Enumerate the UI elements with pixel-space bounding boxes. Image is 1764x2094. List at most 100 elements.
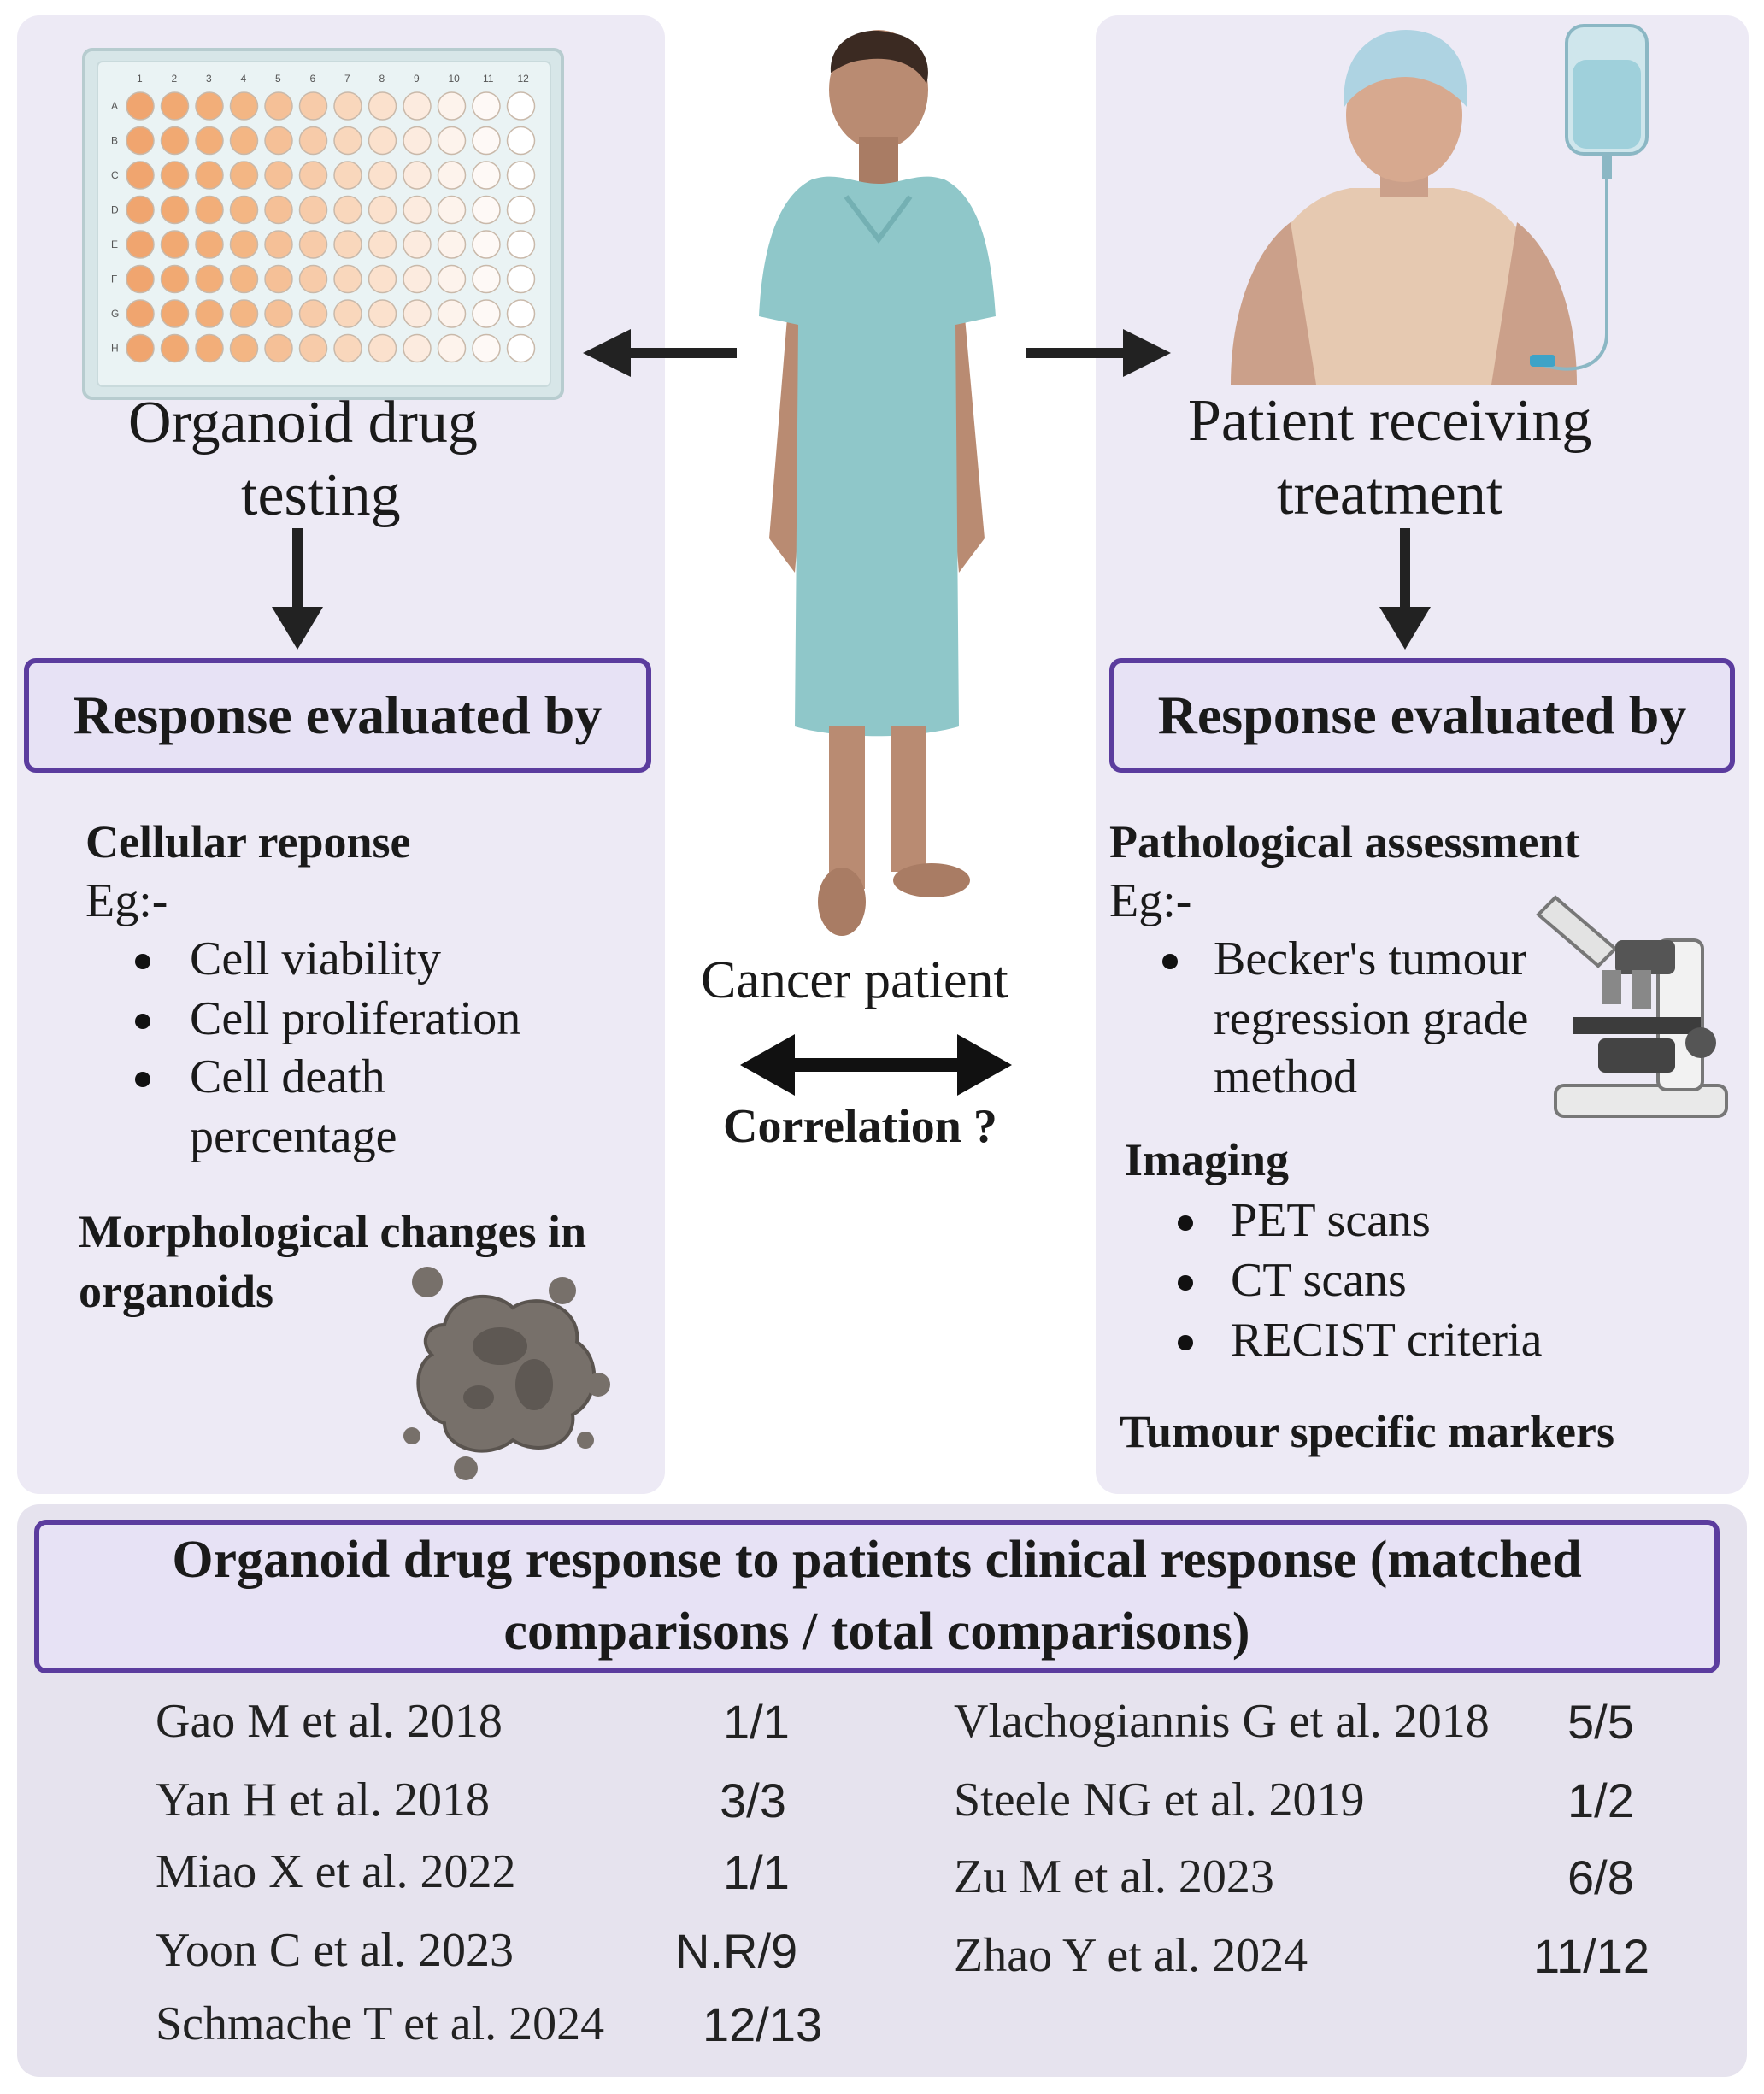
bottom-title-box: Organoid drug response to patients clini…: [34, 1520, 1720, 1673]
ref-gao: Gao M et al. 2018: [156, 1695, 503, 1748]
plate-well: [437, 91, 467, 121]
arrow-down-left: [272, 528, 323, 650]
plate-col-label: 10: [449, 73, 461, 85]
plate-well: [437, 161, 467, 190]
ref-steele: Steele NG et al. 2019: [954, 1773, 1365, 1826]
plate-well: [437, 264, 467, 294]
plate-well: [264, 230, 293, 259]
plate-well: [264, 91, 293, 121]
plate-well: [229, 230, 259, 259]
plate-well: [195, 195, 224, 225]
plate-well: [403, 161, 432, 190]
bullet-cell-death-cont: percentage: [190, 1110, 397, 1163]
plate-well: [368, 126, 397, 156]
plate-well: [195, 91, 224, 121]
becker-line3: method: [1214, 1050, 1357, 1103]
left-response-box: Response evaluated by: [24, 658, 651, 773]
plate-well: [298, 126, 328, 156]
plate-well: [264, 195, 293, 225]
bullet-cell-viability: Cell viability: [190, 932, 441, 985]
cellular-heading: Cellular reponse: [85, 816, 411, 868]
plate-well: [506, 264, 536, 294]
plate-well: [160, 126, 190, 156]
plate-row-label: H: [111, 343, 119, 355]
plate-well: [126, 195, 155, 225]
val-yoon: N.R/9: [675, 1924, 798, 1978]
plate-well: [126, 91, 155, 121]
val-vlachogiannis: 5/5: [1567, 1695, 1634, 1749]
plate-well: [298, 195, 328, 225]
ref-yan: Yan H et al. 2018: [156, 1773, 490, 1826]
plate-well: [264, 161, 293, 190]
bullet-dot: [1162, 954, 1178, 969]
plate-well: [472, 195, 501, 225]
plate-well: [403, 333, 432, 363]
bullet-dot: [135, 1014, 150, 1029]
plate-col-label: 6: [310, 73, 316, 85]
ref-vlachogiannis: Vlachogiannis G et al. 2018: [954, 1695, 1490, 1748]
morph-heading-line2: organoids: [79, 1266, 274, 1317]
pathological-heading: Pathological assessment: [1109, 816, 1580, 868]
plate-well: [333, 264, 362, 294]
plate-well: [472, 299, 501, 328]
plate-well: [229, 91, 259, 121]
plate-well: [403, 299, 432, 328]
plate-well: [298, 333, 328, 363]
plate-well: [264, 126, 293, 156]
bullet-dot: [135, 954, 150, 969]
val-schmache: 12/13: [703, 1997, 823, 2051]
plate-col-label: 11: [483, 73, 494, 85]
plate-well: [437, 230, 467, 259]
plate-col-label: 12: [518, 73, 530, 85]
arrow-left: [583, 329, 737, 377]
plate-well: [333, 299, 362, 328]
markers-heading: Tumour specific markers: [1120, 1406, 1614, 1457]
bullet-cell-death: Cell death: [190, 1050, 385, 1103]
ref-schmache: Schmache T et al. 2024: [156, 1997, 605, 2050]
plate-well: [437, 195, 467, 225]
microscope-icon: [1536, 895, 1728, 1118]
bullet-dot: [1178, 1335, 1193, 1350]
cancer-patient-illustration: [759, 30, 996, 936]
becker-line2: regression grade: [1214, 992, 1529, 1045]
plate-well: [229, 299, 259, 328]
plate-well: [126, 264, 155, 294]
val-miao: 1/1: [723, 1845, 790, 1899]
plate-well: [403, 195, 432, 225]
plate-row-label: F: [111, 274, 117, 285]
bullet-cell-proliferation: Cell proliferation: [190, 992, 521, 1045]
plate-col-label: 3: [206, 73, 212, 85]
plate-well: [298, 161, 328, 190]
plate-well: [368, 195, 397, 225]
correlation-arrow: [740, 1034, 1012, 1096]
plate-col-label: 5: [275, 73, 281, 85]
right-title-line2: treatment: [1277, 462, 1503, 527]
plate-well: [126, 230, 155, 259]
plate-well: [506, 195, 536, 225]
plate-well: [195, 333, 224, 363]
plate-well: [160, 333, 190, 363]
ref-zu: Zu M et al. 2023: [954, 1850, 1274, 1903]
left-eg: Eg:-: [85, 874, 168, 927]
plate-row-label: D: [111, 204, 119, 216]
plate-well: [506, 333, 536, 363]
plate-well: [506, 161, 536, 190]
plate-well: [333, 126, 362, 156]
plate-well: [472, 333, 501, 363]
plate-col-label: 2: [172, 73, 178, 85]
plate-well: [506, 230, 536, 259]
plate-well: [298, 91, 328, 121]
imaging-heading: Imaging: [1125, 1134, 1290, 1185]
bullet-dot: [1178, 1275, 1193, 1291]
bottom-title-line1: Organoid drug response to patients clini…: [172, 1531, 1582, 1590]
plate-well: [437, 299, 467, 328]
plate-well: [264, 264, 293, 294]
plate-well: [229, 161, 259, 190]
plate-well: [506, 126, 536, 156]
correlation-label: Correlation ?: [723, 1100, 997, 1153]
imaging-pet: PET scans: [1231, 1194, 1431, 1247]
plate-well: [229, 126, 259, 156]
plate-well: [403, 264, 432, 294]
plate-well: [160, 161, 190, 190]
